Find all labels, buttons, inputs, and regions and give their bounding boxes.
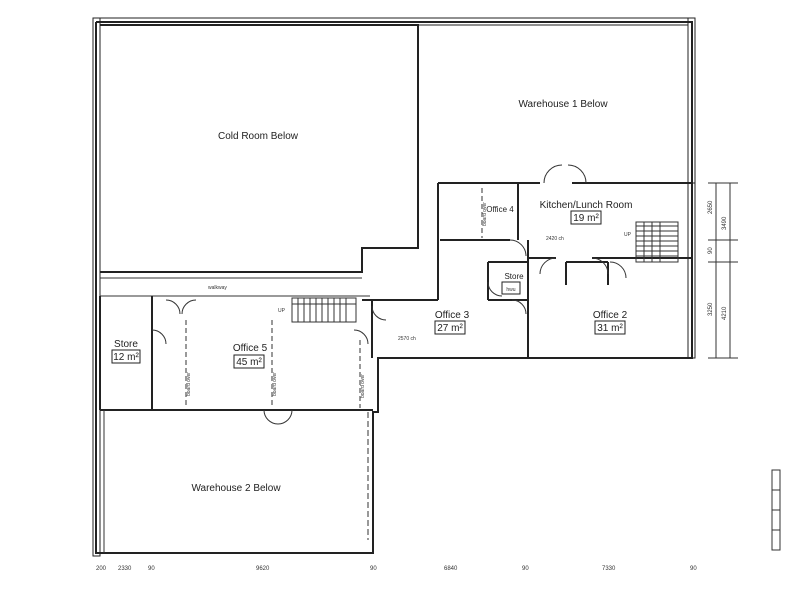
office2-label: Office 2 — [593, 310, 628, 321]
warehouse1-label: Warehouse 1 Below — [518, 99, 608, 110]
right-dimensions: 2650 3490 90 3250 4210 — [708, 200, 728, 320]
dim-bottom-1: 200 — [96, 566, 107, 572]
office2-area-box — [594, 320, 626, 335]
office5-label: Office 5 — [233, 343, 268, 354]
office5-area: 45 m² — [236, 357, 262, 368]
board-note-2: board over — [272, 372, 278, 396]
store-left-area: 12 m² — [113, 352, 139, 363]
dim-right-1: 2650 — [708, 200, 714, 214]
dim-right-4: 3250 — [708, 302, 714, 316]
dim-right-3: 90 — [708, 247, 714, 254]
warehouse2-label: Warehouse 2 Below — [191, 483, 281, 494]
office2-area: 31 m² — [597, 323, 623, 334]
up-right-label: UP — [624, 232, 632, 238]
bottom-dimensions: 200 2330 90 9620 90 6840 90 7330 90 — [96, 566, 697, 572]
office5-area-box — [233, 354, 265, 369]
hwu-label: hwu — [506, 287, 515, 293]
dim-right-5: 4210 — [722, 306, 728, 320]
dim-right-2: 3490 — [722, 216, 728, 230]
office3-label: Office 3 — [435, 310, 470, 321]
dim-bottom-2: 2330 — [118, 566, 132, 572]
kitchen-area-box — [570, 210, 602, 225]
store-small-label: Store — [504, 272, 524, 281]
ceiling-2420-label: 2420 ch — [546, 236, 564, 242]
store-area-box — [111, 349, 141, 364]
dim-bottom-3: 90 — [148, 566, 155, 572]
ceiling-2570-label: 2570 ch — [398, 336, 416, 342]
dim-bottom-6: 6840 — [444, 566, 458, 572]
board-note-4: board over — [482, 202, 488, 226]
dashed-dividers — [185, 188, 483, 540]
doors — [151, 164, 627, 425]
kitchen-area: 19 m² — [573, 213, 599, 224]
walkway-label: walkway — [208, 285, 227, 291]
dim-bottom-8: 7330 — [602, 566, 616, 572]
scale-key — [771, 469, 781, 551]
kitchen-label: Kitchen/Lunch Room — [540, 200, 633, 211]
board-note-3: board over — [360, 374, 366, 398]
office3-area-box — [434, 320, 466, 335]
walls — [95, 21, 693, 554]
hwu-box — [501, 281, 521, 295]
stairs-right — [635, 221, 679, 263]
office3-area: 27 m² — [437, 323, 463, 334]
dim-bottom-9: 90 — [690, 566, 697, 572]
dim-bottom-7: 90 — [522, 566, 529, 572]
office4-label: Office 4 — [486, 205, 514, 214]
store-left-label: Store — [114, 339, 138, 350]
board-note-1: board over — [186, 372, 192, 396]
dim-bottom-5: 90 — [370, 566, 377, 572]
stairs-left — [291, 297, 357, 323]
right-dimension-line — [708, 182, 738, 359]
dim-bottom-4: 9620 — [256, 566, 270, 572]
up-left-label: UP — [278, 308, 286, 314]
cold-room-label: Cold Room Below — [218, 131, 299, 142]
